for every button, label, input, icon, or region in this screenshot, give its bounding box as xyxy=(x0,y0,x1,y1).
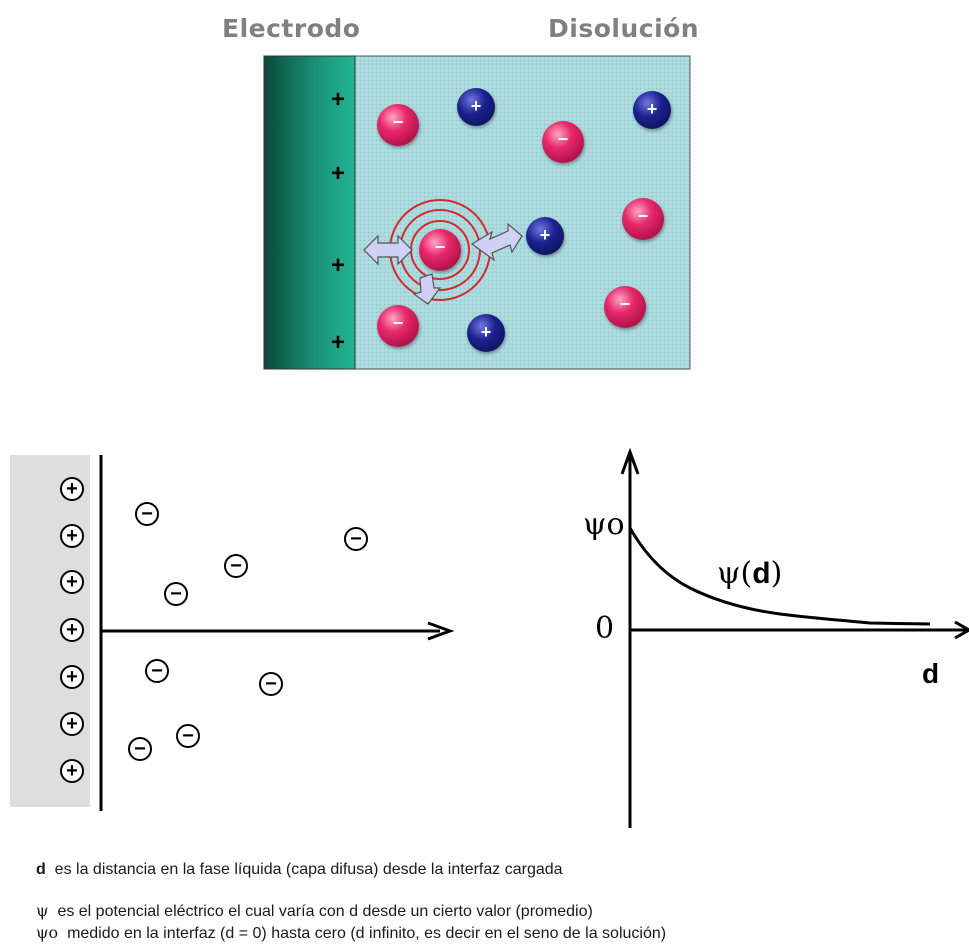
minus-symbol: − xyxy=(151,659,163,682)
minus-charge-5: − xyxy=(145,659,169,683)
minus-symbol: − xyxy=(141,502,153,525)
plus-charge-7: + xyxy=(60,759,84,783)
note-line-1: d es la distancia en la fase líquida (ca… xyxy=(36,861,563,879)
cation-charge-symbol: + xyxy=(470,95,482,116)
electrode-plus-2: + xyxy=(331,160,346,187)
anion-2: − xyxy=(542,121,584,163)
potential-decay-curve xyxy=(628,527,931,626)
motion-arrows xyxy=(363,222,523,305)
minus-charge-1: − xyxy=(135,502,159,526)
right-arrow xyxy=(470,222,523,262)
minus-symbol: − xyxy=(182,724,194,747)
plus-symbol: + xyxy=(66,524,78,547)
cation-charge-symbol: + xyxy=(646,98,658,119)
note-line-3: ψo medido en la interfaz (d = 0) hasta c… xyxy=(36,923,666,943)
note-line-2-text: es el potencial eléctrico el cual varía … xyxy=(57,903,593,920)
charge-distribution-diagram xyxy=(10,455,455,811)
distance-axis-arrowhead xyxy=(427,621,455,641)
plus-symbol: + xyxy=(66,570,78,593)
plus-symbol: + xyxy=(66,759,78,782)
note-line-1-text: es la distancia en la fase líquida (capa… xyxy=(54,861,563,878)
note-line-2: ψ es el potencial eléctrico el cual varí… xyxy=(36,901,593,921)
curve-label: ψ(d) xyxy=(717,556,782,591)
curve-label-suffix: ) xyxy=(770,556,783,591)
electrode-plus-1: + xyxy=(331,86,346,113)
minus-symbol: − xyxy=(170,582,182,605)
anion-charge-symbol: − xyxy=(557,129,569,150)
plus-charge-6: + xyxy=(60,712,84,736)
anion-charge-symbol: − xyxy=(637,206,649,227)
zero-label: 0 xyxy=(595,611,615,646)
electrode-plus-3: + xyxy=(331,252,346,279)
potential-y-axis-arrowhead xyxy=(620,448,640,475)
plus-symbol: + xyxy=(66,618,78,641)
plus-charge-4: + xyxy=(60,618,84,642)
anion-4: − xyxy=(377,305,419,347)
cation-3: + xyxy=(526,217,564,255)
plus-symbol: + xyxy=(66,665,78,688)
plus-symbol: + xyxy=(66,712,78,735)
cation-2: + xyxy=(633,91,671,129)
left-arrow xyxy=(363,234,413,266)
cation-4: + xyxy=(467,314,505,352)
minus-symbol: − xyxy=(350,527,362,550)
note-line-3-text: medido en la interfaz (d = 0) hasta cero… xyxy=(67,925,667,942)
down-arrow xyxy=(412,273,442,305)
minus-charge-4: − xyxy=(164,582,188,606)
anion-central: − xyxy=(419,229,461,271)
note-line-3-symbol: ψo xyxy=(36,923,59,942)
minus-charge-7: − xyxy=(176,724,200,748)
cation-charge-symbol: + xyxy=(480,321,492,342)
electrode-region xyxy=(263,55,356,370)
minus-charge-6: − xyxy=(259,672,283,696)
plus-symbol: + xyxy=(66,477,78,500)
anion-charge-symbol: − xyxy=(392,313,404,334)
minus-symbol: − xyxy=(230,554,242,577)
anion-charge-symbol: − xyxy=(619,294,631,315)
cation-1: + xyxy=(457,88,495,126)
curve-label-var: d xyxy=(752,557,771,590)
minus-charge-8: − xyxy=(128,737,152,761)
minus-symbol: − xyxy=(134,737,146,760)
potential-x-axis-arrowhead xyxy=(954,620,969,640)
curve-label-prefix: ψ( xyxy=(717,556,753,591)
anion-5: − xyxy=(604,286,646,328)
plus-charge-1: + xyxy=(60,477,84,501)
plus-charge-2: + xyxy=(60,524,84,548)
plus-charge-3: + xyxy=(60,570,84,594)
electrode-label: Electrodo xyxy=(222,14,361,43)
cation-charge-symbol: + xyxy=(539,224,551,245)
anion-3: − xyxy=(622,198,664,240)
electrode-plus-4: + xyxy=(331,329,346,356)
solution-label: Disolución xyxy=(548,14,700,43)
potential-graph xyxy=(620,448,969,828)
anion-charge-symbol: − xyxy=(434,237,446,258)
note-line-1-symbol: d xyxy=(36,861,46,878)
minus-charge-3: − xyxy=(224,554,248,578)
minus-symbol: − xyxy=(265,672,277,695)
anion-charge-symbol: − xyxy=(392,112,404,133)
anion-1: − xyxy=(377,104,419,146)
plus-charge-5: + xyxy=(60,665,84,689)
minus-charge-2: − xyxy=(344,527,368,551)
psi-zero-label: ψo xyxy=(583,507,625,542)
x-axis-label-d: d xyxy=(922,658,940,689)
note-line-2-symbol: ψ xyxy=(36,901,49,920)
